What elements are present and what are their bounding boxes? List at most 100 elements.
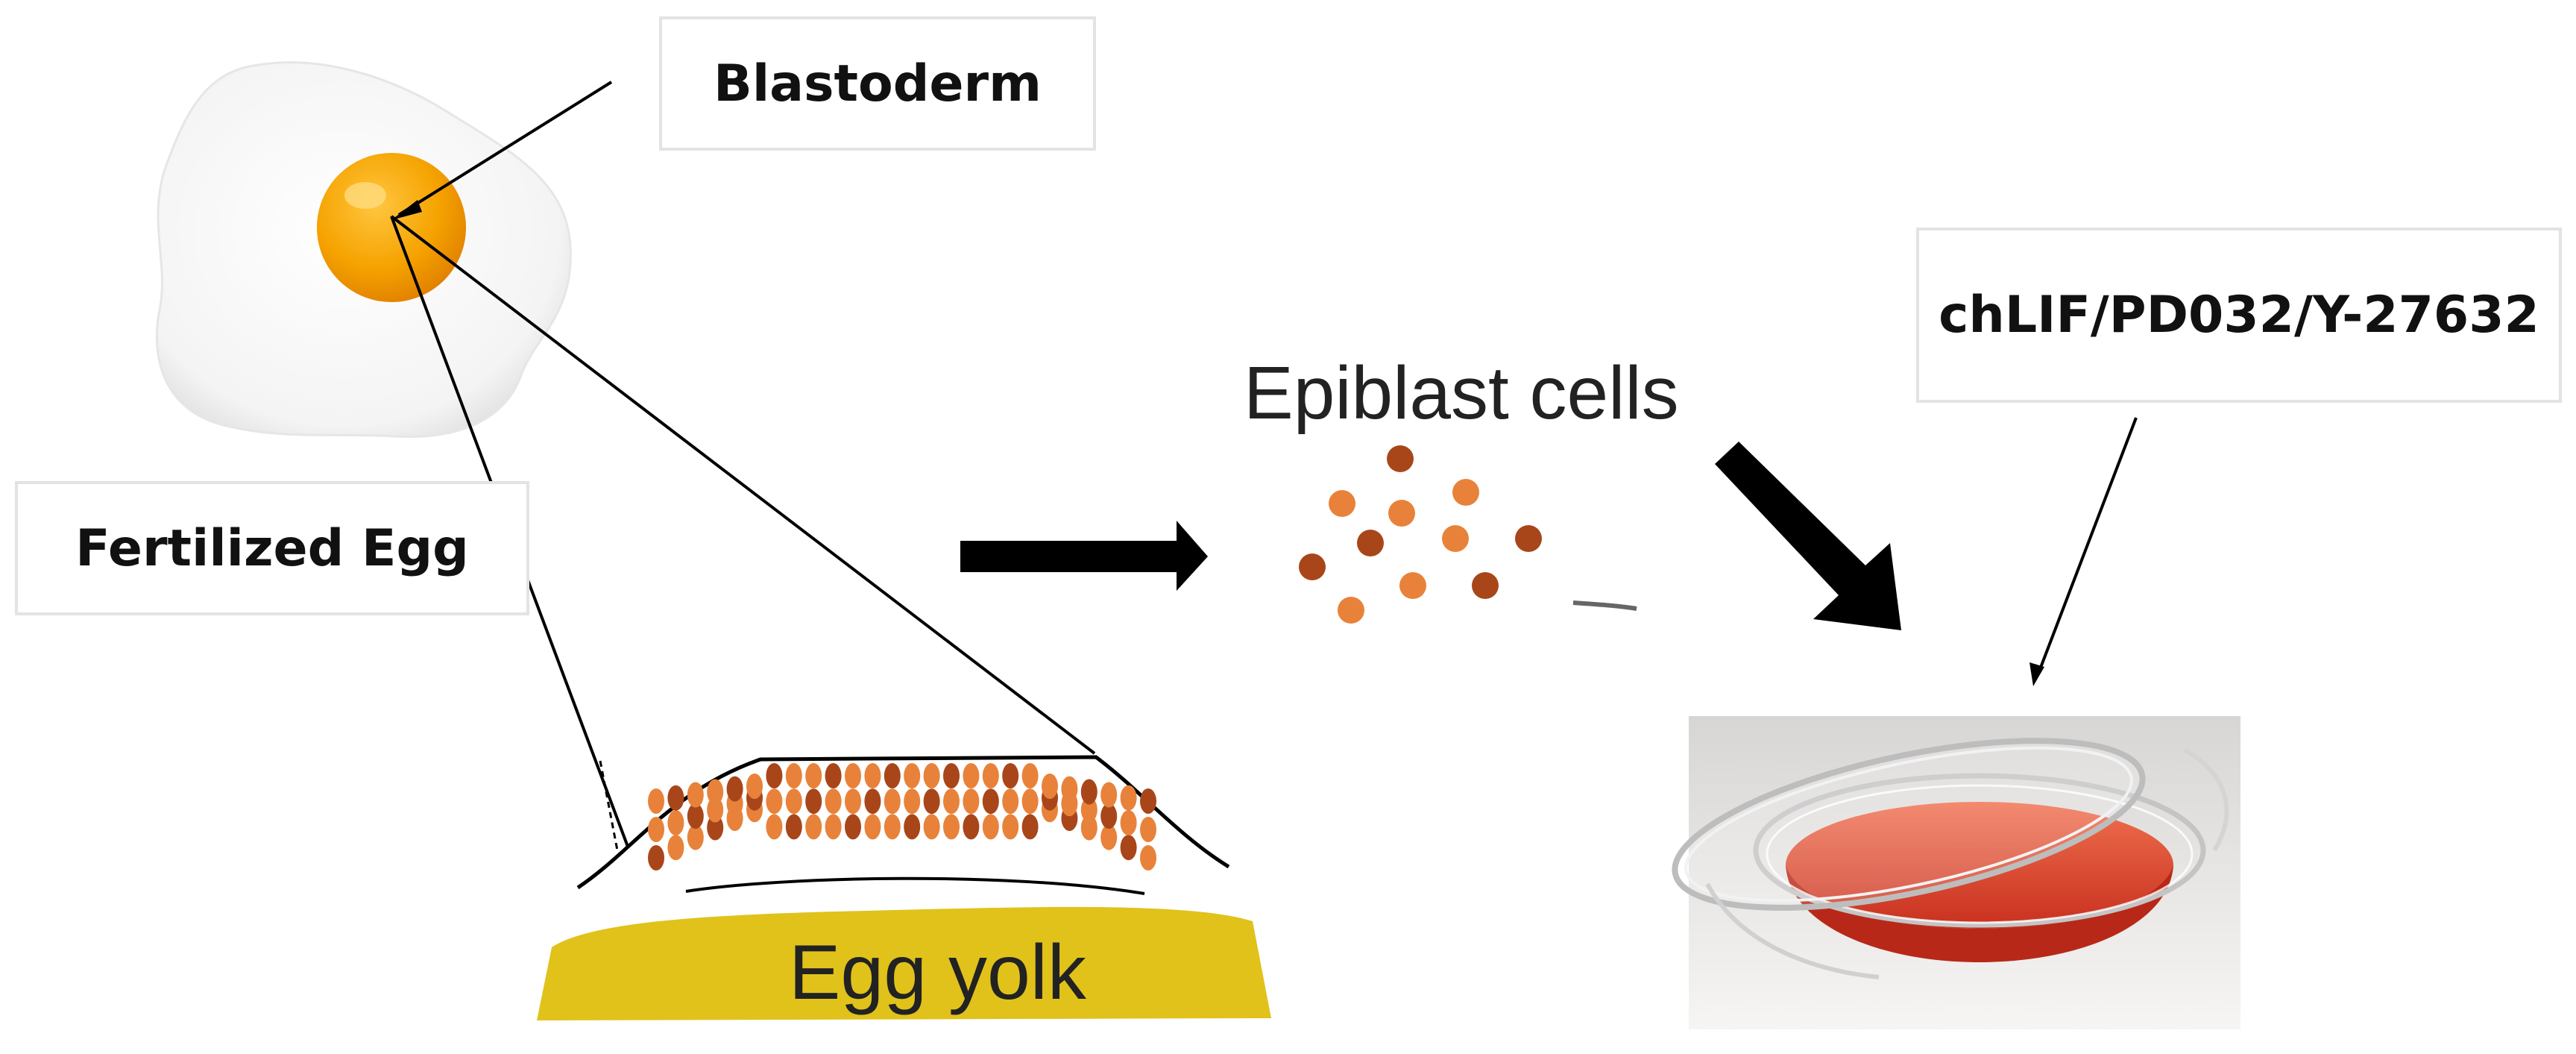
epiblast-cells-group <box>1299 445 1542 624</box>
blastoderm-pointer <box>391 81 613 220</box>
epiblast-cell <box>1442 525 1469 552</box>
epiblast-cell <box>1515 525 1542 552</box>
cell <box>1140 817 1156 842</box>
cell <box>943 788 960 815</box>
factors-label: chLIF/PD032/Y-27632 <box>1939 286 2539 345</box>
cell <box>825 788 842 815</box>
cell <box>1061 776 1078 802</box>
cell <box>1100 824 1118 850</box>
cell <box>687 803 704 829</box>
cell <box>982 763 999 788</box>
factors-label-box: chLIF/PD032/Y-27632 <box>1916 228 2562 403</box>
cell <box>904 763 921 788</box>
cell <box>667 810 684 835</box>
cell <box>923 788 940 815</box>
cell <box>785 814 802 840</box>
cell <box>1120 835 1137 861</box>
cell <box>667 835 684 861</box>
cell <box>1002 763 1019 788</box>
cell <box>923 814 940 840</box>
cell <box>1100 803 1118 829</box>
epiblast-cell <box>1387 445 1414 472</box>
cell <box>1080 797 1098 823</box>
cell <box>746 774 763 799</box>
zoom-line-right <box>390 215 1096 755</box>
cell <box>1120 810 1137 835</box>
cell <box>766 788 783 815</box>
fertilized-egg-label: Fertilized Egg <box>75 518 469 578</box>
cell <box>982 788 999 815</box>
blastoderm-cells <box>648 763 1156 871</box>
cell <box>785 788 802 815</box>
cell <box>707 815 724 841</box>
epiblast-cell <box>1388 500 1415 527</box>
cell <box>904 814 921 840</box>
cell <box>943 763 960 788</box>
blastoderm-label-box: Blastoderm <box>659 16 1096 151</box>
cell <box>707 779 724 805</box>
epiblast-cell <box>1452 479 1479 506</box>
egg-yolk-label: Egg yolk <box>789 929 1086 1016</box>
cell <box>963 814 980 840</box>
dish-lid <box>1672 738 2146 911</box>
epiblast-cell <box>1357 530 1384 556</box>
cell <box>864 814 881 840</box>
arrow-to-epiblast <box>960 521 1208 591</box>
cell <box>982 814 999 840</box>
cell <box>904 788 921 815</box>
epiblast-stroke <box>1572 600 1637 611</box>
blastoderm-cross-section <box>537 755 1271 1020</box>
cell <box>963 763 980 788</box>
cell <box>825 763 842 788</box>
epiblast-cell <box>1338 597 1364 624</box>
cell <box>1080 815 1098 841</box>
cell <box>648 788 664 814</box>
cell <box>884 788 901 815</box>
cell <box>864 788 881 815</box>
fertilized-egg-label-box: Fertilized Egg <box>15 481 529 615</box>
cell <box>825 814 842 840</box>
blastoderm-label: Blastoderm <box>714 54 1042 113</box>
cell <box>845 814 861 840</box>
cell <box>923 763 940 788</box>
egg-yolk-icon <box>317 153 466 302</box>
cell <box>1002 814 1019 840</box>
petri-dish-icon <box>1672 716 2240 1029</box>
cell <box>864 763 881 788</box>
cell <box>1140 845 1156 871</box>
cell <box>766 814 783 840</box>
cell <box>1042 774 1058 799</box>
cell <box>766 763 783 788</box>
cell <box>648 817 664 842</box>
cell <box>1021 788 1039 815</box>
cell <box>884 814 901 840</box>
fried-egg-icon <box>155 61 572 439</box>
epiblast-cell <box>1472 572 1499 599</box>
epiblast-cells-label: Epiblast cells <box>1244 351 1679 435</box>
cell <box>1002 788 1019 815</box>
egg-yolk-layer <box>537 906 1271 1020</box>
cell <box>1021 814 1039 840</box>
cell <box>963 788 980 815</box>
cell <box>707 797 724 823</box>
cell <box>1080 779 1098 805</box>
cell <box>1100 782 1118 808</box>
cell <box>805 788 822 815</box>
cell <box>845 763 861 788</box>
cell <box>726 776 743 802</box>
cell <box>1140 788 1156 814</box>
factors-pointer <box>2029 417 2138 686</box>
epiblast-cell <box>1399 572 1426 599</box>
cell <box>845 788 861 815</box>
cell <box>943 814 960 840</box>
arrow-to-dish <box>1715 442 1901 630</box>
cell <box>1021 763 1039 788</box>
cell <box>805 763 822 788</box>
cell <box>884 763 901 788</box>
cell <box>667 785 684 811</box>
cell <box>648 845 664 871</box>
cell <box>1120 785 1137 811</box>
cell <box>687 824 704 850</box>
